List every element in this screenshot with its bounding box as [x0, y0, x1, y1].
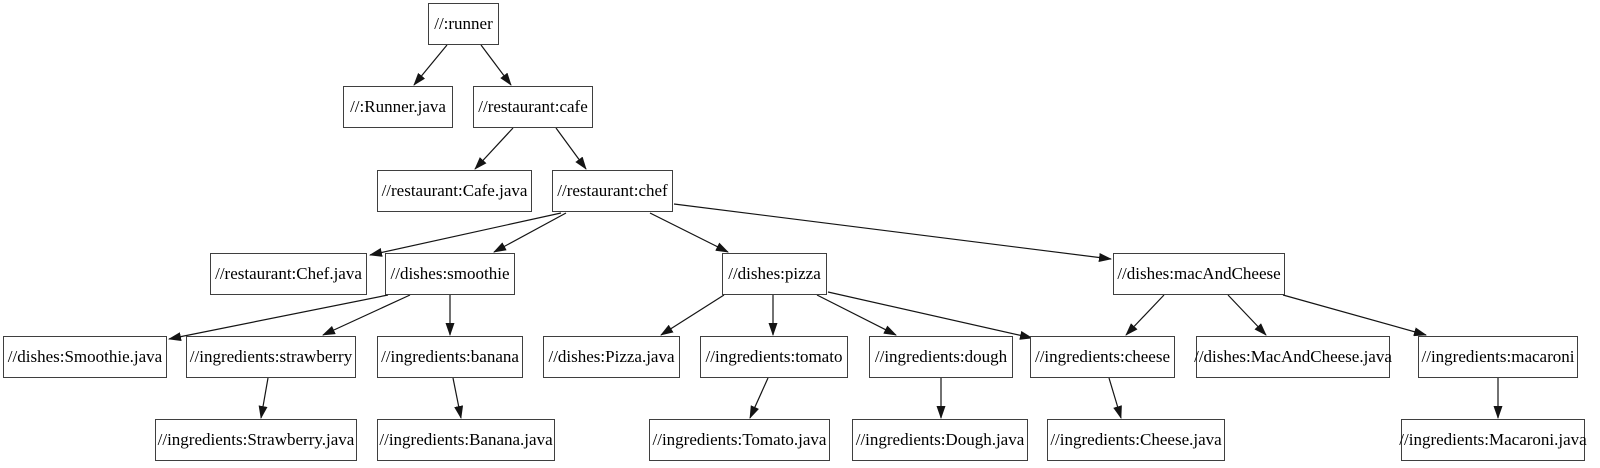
- node-cafe: //restaurant:cafe: [473, 86, 593, 128]
- edge-banana-to-banana-java: [452, 377, 464, 419]
- node-macaroni-java: //ingredients:Macaroni.java: [1399, 419, 1587, 461]
- node-chef-java: //restaurant:Chef.java: [210, 253, 367, 295]
- node-smoothie: //dishes:smoothie: [385, 253, 515, 295]
- edge-cafe-to-chef: [555, 127, 587, 170]
- edge-pizza-to-cheese: [827, 291, 1033, 340]
- node-runner: //:runner: [428, 3, 499, 45]
- edge-strawberry-to-strawberry-java: [258, 377, 269, 419]
- edge-runner-to-cafe: [480, 44, 512, 86]
- edge-smoothie-to-smoothie-java: [168, 294, 389, 342]
- edge-cafe-to-cafe-java: [474, 127, 514, 170]
- edge-smoothie-to-strawberry: [322, 294, 411, 336]
- node-pizza: //dishes:pizza: [722, 253, 827, 295]
- node-runner-java: //:Runner.java: [343, 86, 453, 128]
- node-dough: //ingredients:dough: [869, 336, 1013, 378]
- edge-macandcheese-to-macaroni: [1282, 294, 1427, 337]
- node-chef: //restaurant:chef: [552, 170, 673, 212]
- node-strawberry-java: //ingredients:Strawberry.java: [155, 419, 357, 461]
- edge-chef-to-pizza: [649, 212, 729, 253]
- node-smoothie-java: //dishes:Smoothie.java: [3, 336, 167, 378]
- edge-tomato-to-tomato-java: [749, 377, 769, 419]
- edge-chef-to-smoothie: [493, 212, 567, 253]
- node-dough-java: //ingredients:Dough.java: [852, 419, 1028, 461]
- edge-macandcheese-to-macandcheese-java: [1227, 294, 1267, 336]
- node-macaroni: //ingredients:macaroni: [1418, 336, 1578, 378]
- node-pizza-java: //dishes:Pizza.java: [543, 336, 680, 378]
- node-cafe-java: //restaurant:Cafe.java: [377, 170, 532, 212]
- node-cheese: //ingredients:cheese: [1030, 336, 1175, 378]
- node-strawberry: //ingredients:strawberry: [186, 336, 356, 378]
- edge-chef-to-chef-java: [369, 212, 562, 257]
- node-banana: //ingredients:banana: [377, 336, 523, 378]
- node-macandcheese-java: //dishes:MacAndCheese.java: [1194, 336, 1392, 378]
- node-tomato-java: //ingredients:Tomato.java: [649, 419, 830, 461]
- node-cheese-java: //ingredients:Cheese.java: [1047, 419, 1225, 461]
- edge-macandcheese-to-cheese: [1125, 294, 1165, 336]
- node-tomato: //ingredients:tomato: [700, 336, 848, 378]
- node-macandcheese: //dishes:macAndCheese: [1113, 253, 1285, 295]
- edge-pizza-to-pizza-java: [660, 294, 725, 336]
- edge-chef-to-macandcheese: [673, 203, 1112, 262]
- edge-pizza-to-dough: [816, 294, 897, 336]
- edge-runner-to-runner-java: [413, 44, 448, 86]
- node-banana-java: //ingredients:Banana.java: [377, 419, 555, 461]
- edge-cheese-to-cheese-java: [1108, 377, 1122, 419]
